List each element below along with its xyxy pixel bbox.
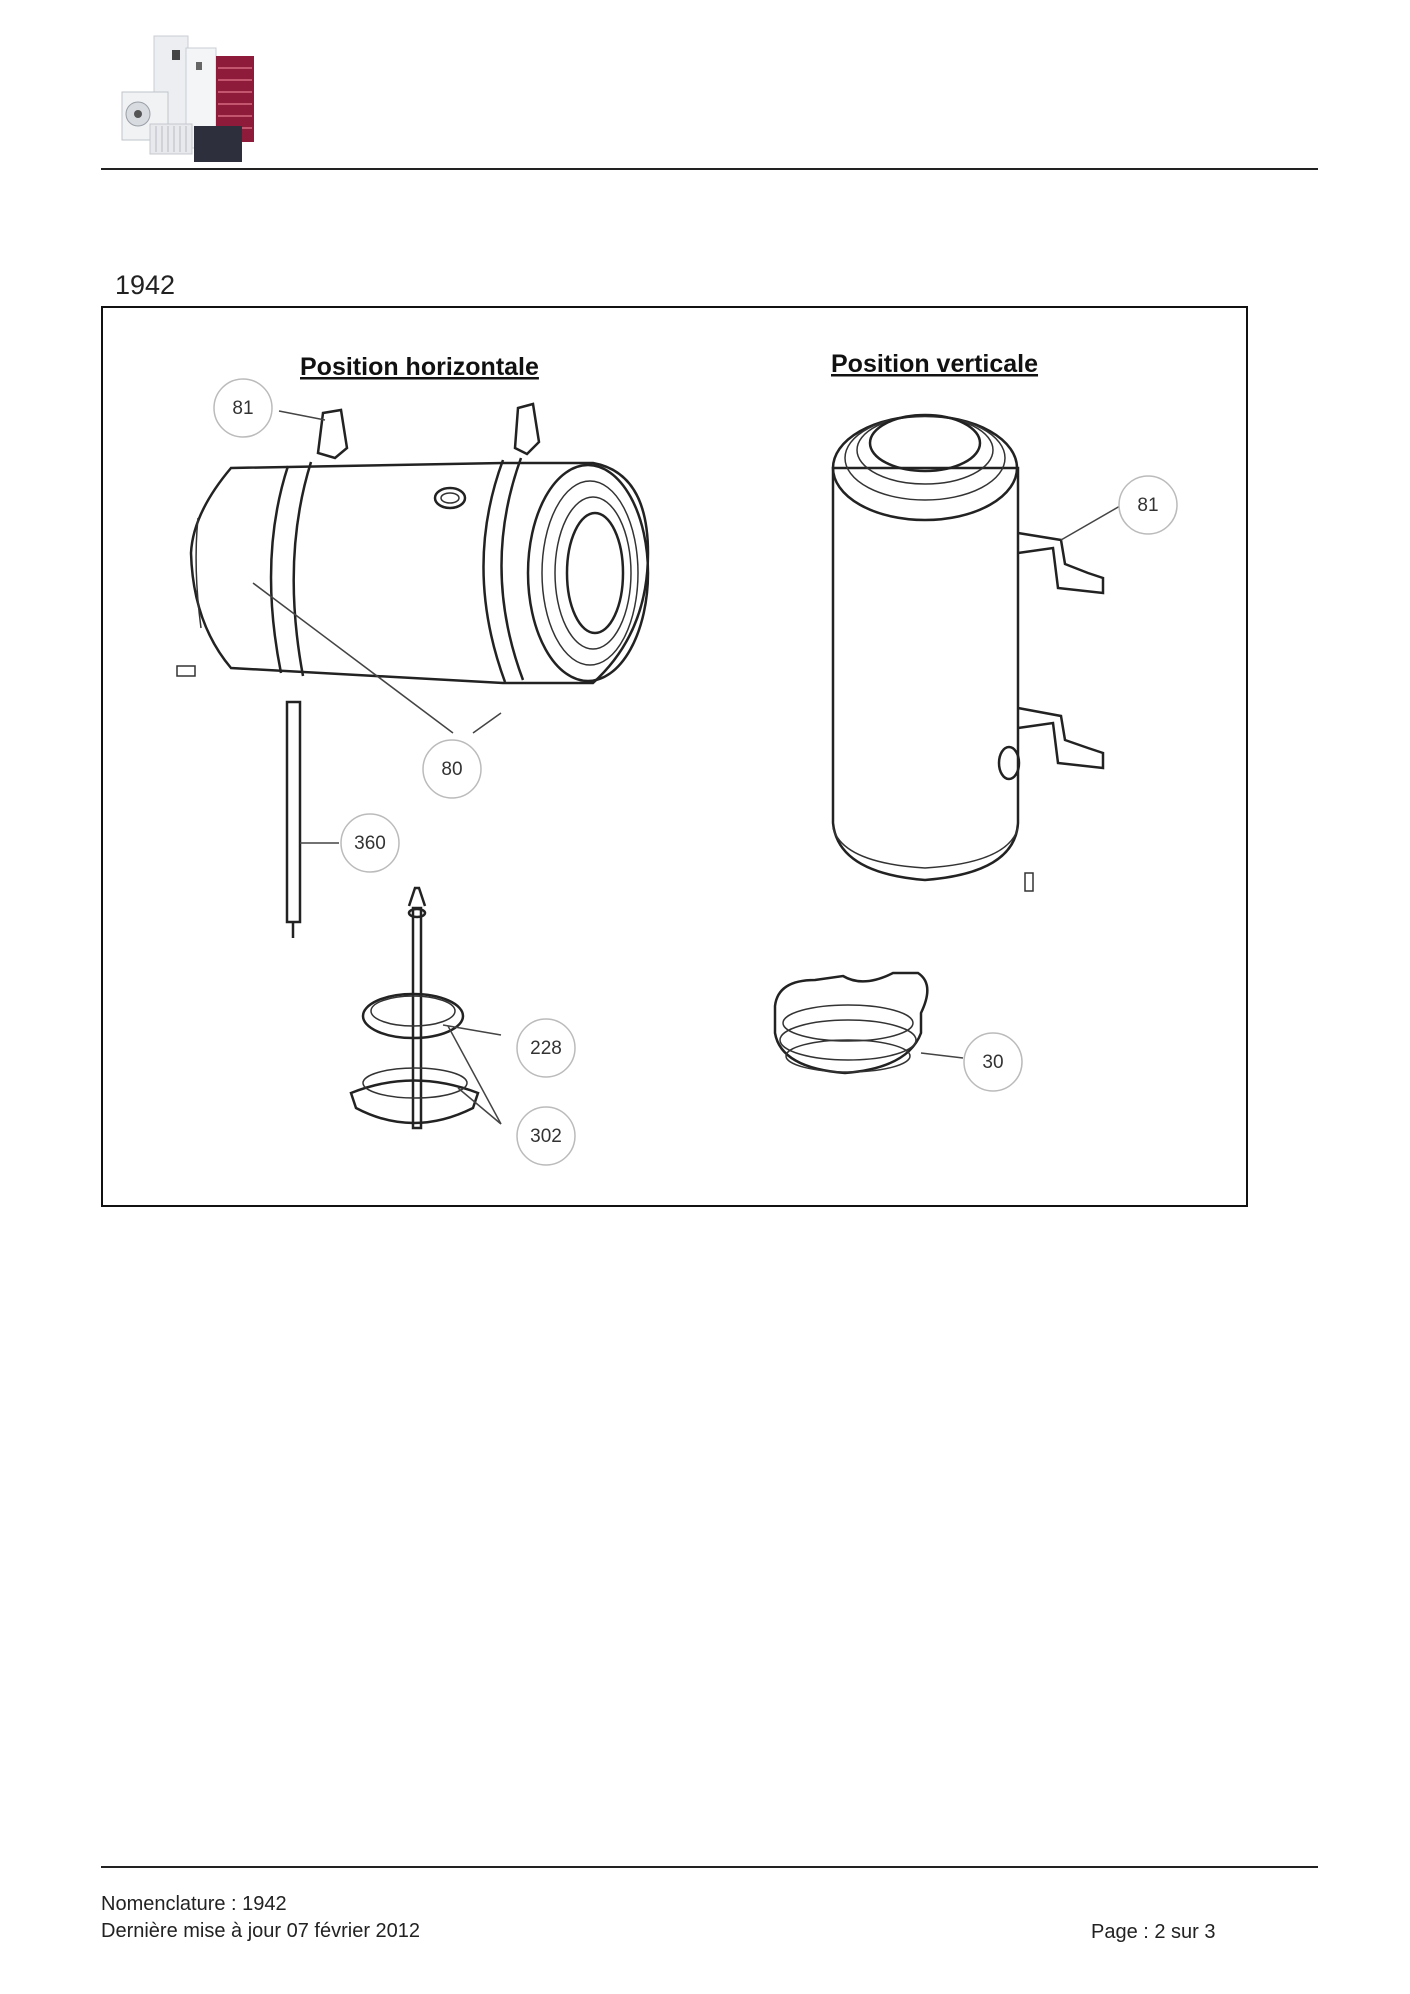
footer-page-number: Page : 2 sur 3 — [1091, 1921, 1216, 1943]
svg-text:80: 80 — [441, 759, 462, 780]
anode-rod-part-360 — [285, 700, 302, 938]
tank-seal-gasket-part-30 — [773, 971, 929, 1075]
callout-80: 80 — [422, 739, 482, 799]
footer-nomenclature: Nomenclature : 1942 — [101, 1893, 287, 1915]
callout-302: 302 — [516, 1106, 576, 1166]
header-divider — [101, 168, 1318, 170]
document-reference-title: 1942 — [115, 270, 176, 300]
callout-leader-lines — [252, 410, 1121, 1125]
callout-81-right: 81 — [1118, 475, 1178, 535]
svg-text:228: 228 — [530, 1038, 562, 1059]
heading-vertical-position: Position verticale — [831, 350, 1038, 378]
heading-horizontal-position: Position horizontale — [300, 353, 539, 381]
exploded-parts-diagram: .ink { stroke: #222; stroke-width: 2.5; … — [101, 306, 1248, 1207]
heating-element-flange-assembly — [349, 886, 480, 1130]
callout-81-left: 81 — [213, 378, 273, 438]
footer-last-updated: Dernière mise à jour 07 février 2012 — [101, 1920, 421, 1942]
callout-30: 30 — [963, 1032, 1023, 1092]
svg-text:30: 30 — [982, 1052, 1003, 1073]
svg-text:302: 302 — [530, 1126, 562, 1147]
callout-228: 228 — [516, 1018, 576, 1078]
horizontal-water-heater-tank — [176, 402, 650, 685]
callout-360: 360 — [340, 813, 400, 873]
brand-logo — [102, 28, 272, 168]
footer-divider — [101, 1866, 1318, 1868]
vertical-water-heater-tank — [831, 413, 1105, 892]
svg-text:360: 360 — [354, 833, 386, 854]
svg-text:81: 81 — [232, 398, 253, 419]
svg-text:81: 81 — [1137, 495, 1158, 516]
